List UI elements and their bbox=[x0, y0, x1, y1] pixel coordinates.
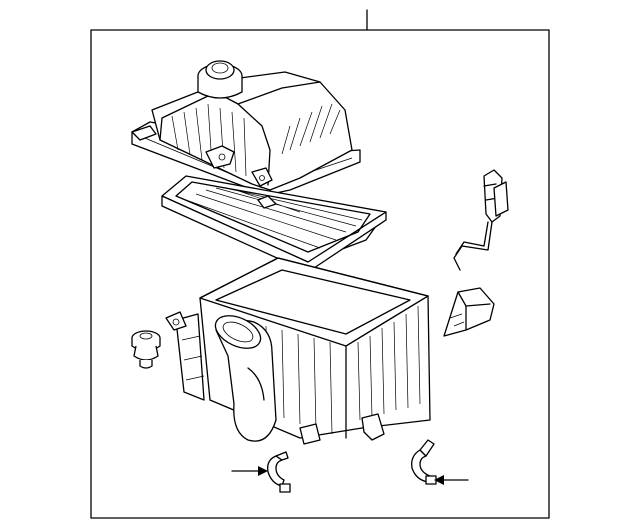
clip-left bbox=[267, 451, 291, 493]
arrow-left-pointer bbox=[434, 475, 469, 485]
upper-cover bbox=[131, 60, 361, 197]
lower-housing bbox=[165, 257, 431, 445]
intake-duct-piece bbox=[443, 287, 495, 337]
assembly-frame bbox=[90, 29, 550, 519]
resonator-bracket bbox=[453, 169, 509, 271]
air-filter-element bbox=[161, 175, 387, 273]
arrow-right-pointer bbox=[231, 466, 268, 476]
mounting-grommet bbox=[131, 330, 161, 369]
clip-right bbox=[411, 439, 437, 485]
